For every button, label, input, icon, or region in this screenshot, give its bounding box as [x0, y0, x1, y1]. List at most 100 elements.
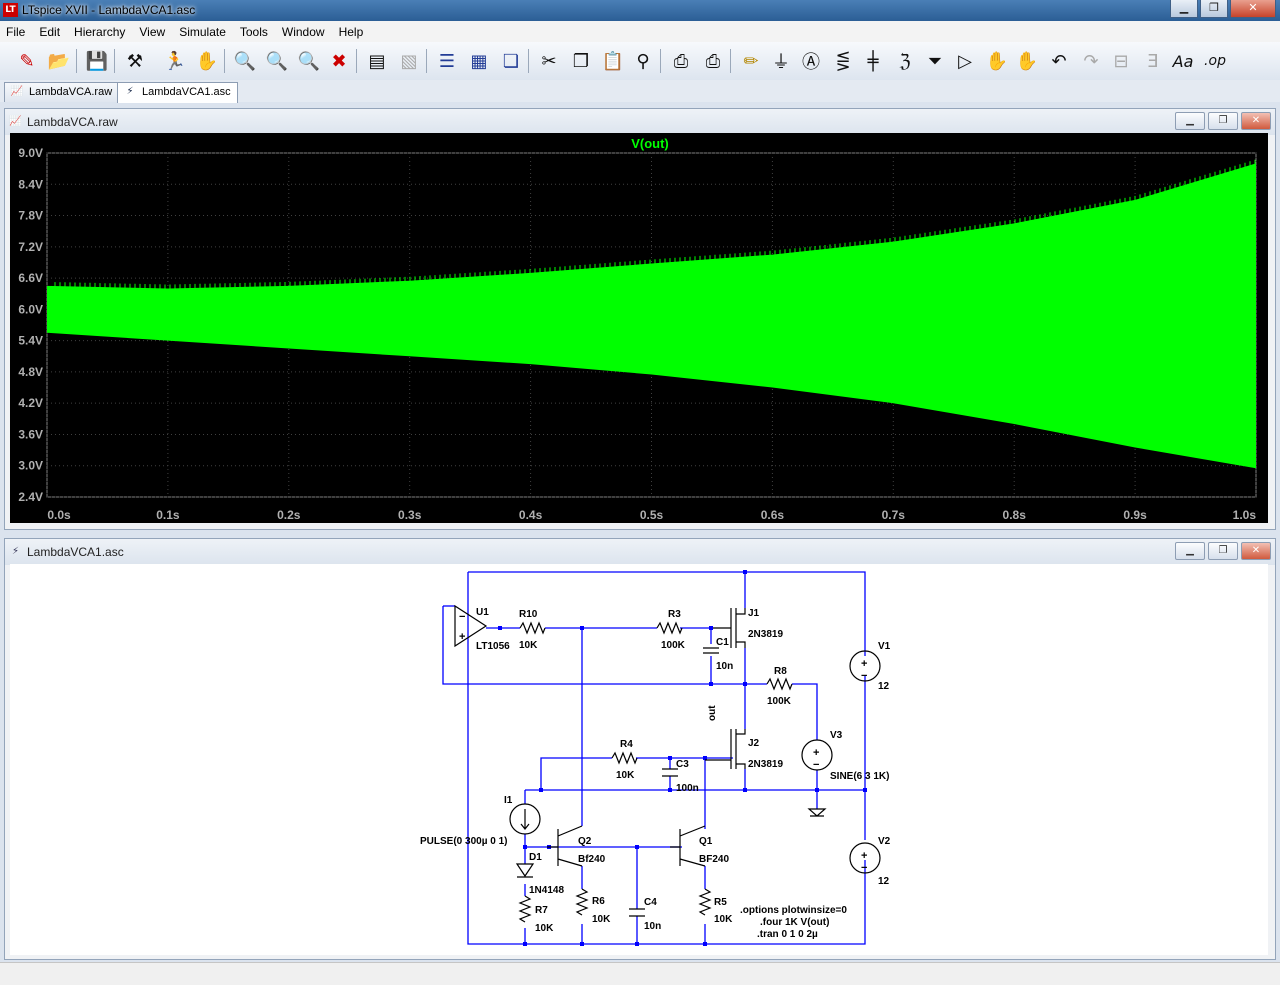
diode-icon[interactable]: ⏷: [927, 50, 943, 72]
label-d1[interactable]: D1: [529, 852, 542, 863]
control-panel-icon[interactable]: ⚒: [126, 50, 144, 72]
minimize-button[interactable]: ▁: [1170, 0, 1198, 18]
label-j1[interactable]: J1: [748, 608, 760, 619]
label-r6-value[interactable]: 10K: [592, 914, 611, 925]
menu-help[interactable]: Help: [338, 24, 364, 39]
ltspice-app-icon[interactable]: LT: [3, 3, 18, 17]
label-r8-value[interactable]: 100K: [767, 696, 792, 707]
menu-simulate[interactable]: Simulate: [179, 24, 226, 39]
inductor-icon[interactable]: ℨ: [899, 50, 911, 72]
cancel-icon[interactable]: ▧: [400, 50, 418, 72]
undo-icon[interactable]: ↶: [1051, 50, 1067, 72]
label-i1-value[interactable]: PULSE(0 300µ 0 1): [420, 836, 507, 847]
label-r3-value[interactable]: 100K: [661, 640, 686, 651]
label-r4-value[interactable]: 10K: [616, 770, 635, 781]
tile-vertical-icon[interactable]: ▦: [470, 50, 488, 72]
label-r5[interactable]: R5: [714, 897, 727, 908]
save-icon[interactable]: 💾: [85, 50, 109, 72]
menu-hierarchy[interactable]: Hierarchy: [74, 24, 126, 39]
maximize-button[interactable]: ❐: [1208, 112, 1238, 130]
tile-horizontal-icon[interactable]: ☰: [438, 50, 456, 72]
label-v1-value[interactable]: 12: [878, 681, 890, 692]
pan-icon[interactable]: 🔍: [265, 50, 289, 72]
label-v3-value[interactable]: SINE(6 3 1K): [830, 771, 889, 782]
rotate-icon[interactable]: ⊟: [1113, 50, 1129, 72]
label-c1-value[interactable]: 10n: [716, 661, 733, 672]
drag-hand-icon[interactable]: ✋: [1015, 50, 1039, 72]
label-r3[interactable]: R3: [668, 609, 681, 620]
tab-lambdavca1-asc[interactable]: ⚡ LambdaVCA1.asc: [117, 82, 238, 103]
label-r7[interactable]: R7: [535, 905, 548, 916]
label-d1-model[interactable]: 1N4148: [529, 885, 564, 896]
label-q1-model[interactable]: BF240: [699, 854, 729, 865]
resistor-icon[interactable]: ⋚: [835, 50, 851, 72]
print-setup-icon[interactable]: ⎙: [673, 50, 689, 72]
label-v1[interactable]: V1: [878, 641, 891, 652]
label-q2-model[interactable]: Bf240: [578, 854, 606, 865]
print-icon[interactable]: ⎙: [705, 50, 721, 72]
move-hand-icon[interactable]: ✋: [985, 50, 1009, 72]
close-button[interactable]: ✕: [1241, 542, 1271, 560]
tab-lambdavca-raw[interactable]: 📈 LambdaVCA.raw: [4, 82, 120, 102]
spice-directive-tran[interactable]: .tran 0 1 0 2µ: [757, 929, 818, 940]
label-u1[interactable]: U1: [476, 607, 489, 618]
spice-directive-icon[interactable]: .op: [1204, 53, 1226, 69]
zoom-fit-icon[interactable]: ✖: [331, 50, 347, 72]
trace-label[interactable]: V(out): [631, 136, 669, 151]
copy-icon[interactable]: ❐: [572, 50, 590, 72]
menu-file[interactable]: File: [6, 24, 26, 39]
menu-edit[interactable]: Edit: [39, 24, 61, 39]
run-icon[interactable]: 🏃: [163, 50, 187, 72]
label-r4[interactable]: R4: [620, 739, 633, 750]
maximize-button[interactable]: ❐: [1208, 542, 1238, 560]
label-r10[interactable]: R10: [519, 609, 538, 620]
label-u1-model[interactable]: LT1056: [476, 641, 510, 652]
label-net-icon[interactable]: Ⓐ: [802, 52, 820, 73]
label-v2[interactable]: V2: [878, 836, 891, 847]
spice-directive-options[interactable]: .options plotwinsize=0: [740, 905, 847, 916]
net-label-out[interactable]: out: [707, 705, 718, 721]
zoom-out-icon[interactable]: 🔍: [297, 50, 321, 72]
label-c1[interactable]: C1: [716, 637, 729, 648]
capacitor-icon[interactable]: ╪: [867, 50, 879, 72]
restore-button[interactable]: ❐: [1200, 0, 1228, 18]
open-folder-icon[interactable]: 📂: [47, 50, 71, 72]
minimize-button[interactable]: ▁: [1175, 542, 1205, 560]
autorange-icon[interactable]: ▤: [368, 50, 386, 72]
label-j1-model[interactable]: 2N3819: [748, 629, 783, 640]
label-c4[interactable]: C4: [644, 897, 657, 908]
zoom-in-icon[interactable]: 🔍: [233, 50, 257, 72]
menu-window[interactable]: Window: [281, 24, 325, 39]
label-c4-value[interactable]: 10n: [644, 921, 661, 932]
label-q2[interactable]: Q2: [578, 836, 592, 847]
find-icon[interactable]: ⚲: [636, 50, 650, 72]
spice-directive-four[interactable]: .four 1K V(out): [760, 917, 829, 928]
mirror-icon[interactable]: Ǝ: [1147, 50, 1159, 72]
label-r6[interactable]: R6: [592, 896, 605, 907]
menu-view[interactable]: View: [139, 24, 166, 39]
label-c3[interactable]: C3: [676, 759, 689, 770]
text-icon[interactable]: Aa: [1172, 51, 1194, 71]
label-r5-value[interactable]: 10K: [714, 914, 733, 925]
halt-icon[interactable]: ✋: [195, 50, 219, 72]
ground-icon[interactable]: ⏚: [772, 52, 790, 73]
label-q1[interactable]: Q1: [699, 836, 713, 847]
new-schematic-icon[interactable]: ✎: [19, 50, 35, 72]
label-r8[interactable]: R8: [774, 666, 787, 677]
draw-wire-icon[interactable]: ✏: [743, 50, 759, 72]
label-v2-value[interactable]: 12: [878, 876, 890, 887]
label-r10-value[interactable]: 10K: [519, 640, 538, 651]
label-i1[interactable]: I1: [504, 795, 513, 806]
label-v3[interactable]: V3: [830, 730, 843, 741]
trace-v-out[interactable]: [47, 163, 1256, 469]
component-icon[interactable]: ▷: [958, 50, 972, 72]
cascade-icon[interactable]: ❏: [502, 50, 520, 72]
redo-icon[interactable]: ↷: [1083, 50, 1099, 72]
menu-tools[interactable]: Tools: [239, 24, 268, 39]
label-j2[interactable]: J2: [748, 738, 760, 749]
minimize-button[interactable]: ▁: [1175, 112, 1205, 130]
paste-icon[interactable]: 📋: [601, 50, 625, 72]
label-r7-value[interactable]: 10K: [535, 923, 554, 934]
label-j2-model[interactable]: 2N3819: [748, 759, 783, 770]
